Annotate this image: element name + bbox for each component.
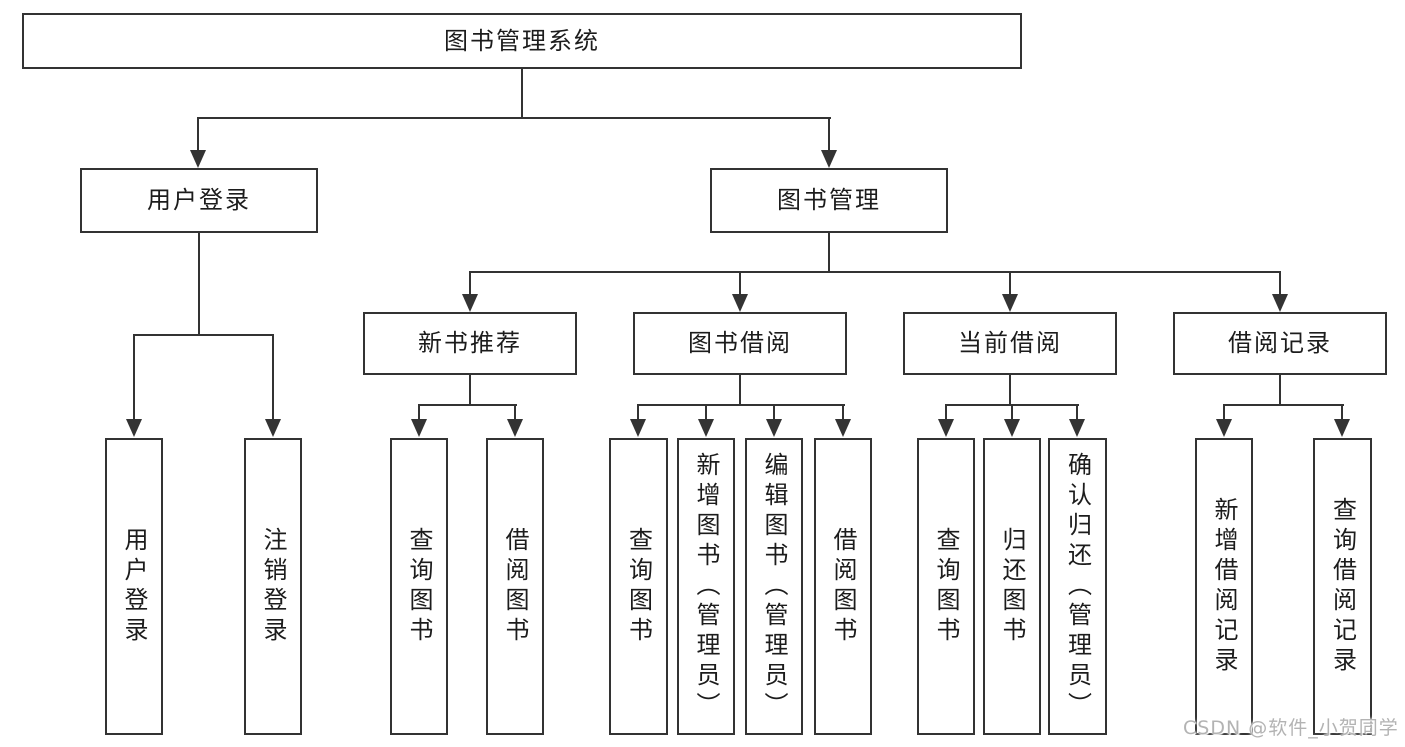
node-label: 图书管理	[777, 186, 881, 215]
leaf-current-query-books: 查询图书	[917, 438, 975, 735]
connector-arrow-down-icon	[462, 294, 478, 312]
node-borrow-records: 借阅记录	[1173, 312, 1387, 375]
connector-arrow-down-icon	[1272, 294, 1288, 312]
watermark: CSDN @软件_小贺同学	[1183, 717, 1399, 739]
leaf-label: 新增图书（管理员）	[692, 451, 720, 722]
node-label: 用户登录	[147, 186, 251, 215]
connector-line	[1223, 404, 1344, 406]
connector-line	[1279, 375, 1281, 406]
connector-line	[1009, 273, 1011, 300]
node-new-book-recommend: 新书推荐	[363, 312, 577, 375]
connector-arrow-down-icon	[1216, 419, 1232, 437]
connector-arrow-down-icon	[1334, 419, 1350, 437]
connector-line	[469, 375, 471, 406]
leaf-current-return-books: 归还图书	[983, 438, 1041, 735]
connector-line	[418, 404, 517, 406]
connector-line	[197, 119, 199, 154]
connector-arrow-down-icon	[821, 150, 837, 168]
connector-arrow-down-icon	[507, 419, 523, 437]
connector-arrow-down-icon	[1069, 419, 1085, 437]
connector-arrow-down-icon	[938, 419, 954, 437]
connector-line	[945, 404, 1079, 406]
connector-line	[705, 406, 707, 424]
leaf-label: 借阅图书	[501, 526, 529, 647]
connector-arrow-down-icon	[766, 419, 782, 437]
leaf-user-login: 用户登录	[105, 438, 163, 735]
connector-line	[469, 273, 471, 300]
connector-line	[133, 334, 274, 336]
connector-arrow-down-icon	[835, 419, 851, 437]
connector-line	[197, 117, 831, 119]
connector-line	[198, 233, 200, 336]
leaf-label: 用户登录	[120, 526, 148, 647]
connector-line	[1076, 406, 1078, 424]
leaf-label: 查询图书	[932, 526, 960, 647]
connector-line	[637, 406, 639, 424]
connector-line	[842, 406, 844, 424]
connector-arrow-down-icon	[732, 294, 748, 312]
connector-line	[637, 404, 845, 406]
node-book-borrow: 图书借阅	[633, 312, 847, 375]
node-label: 新书推荐	[418, 329, 522, 358]
node-label: 图书管理系统	[444, 26, 600, 55]
leaf-logout: 注销登录	[244, 438, 302, 735]
connector-line	[272, 336, 274, 424]
connector-line	[828, 119, 830, 154]
leaf-label: 注销登录	[259, 526, 287, 647]
connector-arrow-down-icon	[190, 150, 206, 168]
leaf-borrow-edit-books-admin: 编辑图书（管理员）	[745, 438, 803, 735]
connector-line	[739, 273, 741, 300]
leaf-label: 编辑图书（管理员）	[760, 451, 788, 722]
connector-line	[945, 406, 947, 424]
node-label: 当前借阅	[958, 329, 1062, 358]
leaf-borrow-query-books: 查询图书	[609, 438, 668, 735]
connector-line	[521, 69, 523, 119]
leaf-label: 查询图书	[624, 526, 653, 647]
connector-line	[1279, 273, 1281, 300]
connector-line	[1341, 406, 1343, 424]
node-label: 图书借阅	[688, 329, 792, 358]
leaf-label: 确认归还（管理员）	[1063, 451, 1092, 722]
connector-arrow-down-icon	[265, 419, 281, 437]
leaf-records-query-record: 查询借阅记录	[1313, 438, 1372, 735]
leaf-label: 查询借阅记录	[1328, 496, 1357, 677]
connector-arrow-down-icon	[126, 419, 142, 437]
node-current-borrow: 当前借阅	[903, 312, 1117, 375]
connector-arrow-down-icon	[1002, 294, 1018, 312]
connector-line	[739, 375, 741, 406]
connector-arrow-down-icon	[630, 419, 646, 437]
leaf-recommend-query-books: 查询图书	[390, 438, 448, 735]
leaf-current-confirm-return-admin: 确认归还（管理员）	[1048, 438, 1107, 735]
node-user-login: 用户登录	[80, 168, 318, 233]
node-book-management: 图书管理	[710, 168, 948, 233]
connector-line	[1011, 406, 1013, 424]
leaf-label: 归还图书	[998, 526, 1026, 647]
leaf-label: 借阅图书	[829, 526, 857, 647]
node-root: 图书管理系统	[22, 13, 1022, 69]
connector-line	[828, 233, 830, 273]
leaf-records-add-record: 新增借阅记录	[1195, 438, 1253, 735]
connector-line	[1223, 406, 1225, 424]
connector-line	[773, 406, 775, 424]
connector-line	[133, 336, 135, 424]
leaf-label: 查询图书	[405, 526, 433, 647]
connector-arrow-down-icon	[698, 419, 714, 437]
leaf-borrow-add-books-admin: 新增图书（管理员）	[677, 438, 735, 735]
leaf-borrow-borrow-books: 借阅图书	[814, 438, 872, 735]
connector-line	[514, 406, 516, 424]
connector-line	[469, 271, 1281, 273]
node-label: 借阅记录	[1228, 329, 1332, 358]
connector-line	[418, 406, 420, 424]
leaf-label: 新增借阅记录	[1210, 496, 1238, 677]
connector-arrow-down-icon	[411, 419, 427, 437]
connector-line	[1009, 375, 1011, 406]
connector-arrow-down-icon	[1004, 419, 1020, 437]
leaf-recommend-borrow-books: 借阅图书	[486, 438, 544, 735]
